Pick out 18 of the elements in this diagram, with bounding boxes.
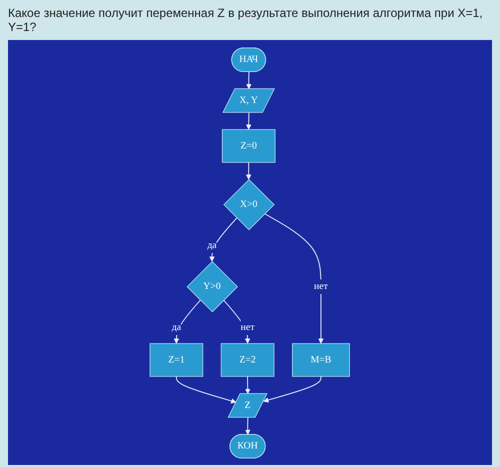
node-diamond: Y>0 bbox=[186, 260, 238, 312]
node-diamond: X>0 bbox=[224, 178, 275, 230]
question-title: Какое значение получит переменная Z в результате выполнения алгоритма при X=1, Y=1? bbox=[7, 5, 484, 36]
arrow bbox=[210, 217, 238, 262]
arrow bbox=[264, 212, 324, 344]
arrow bbox=[246, 112, 252, 130]
arrow bbox=[246, 71, 252, 89]
node-box: Z=2 bbox=[221, 342, 275, 376]
arrow bbox=[223, 299, 250, 344]
arrow bbox=[174, 299, 201, 344]
arrow bbox=[245, 416, 251, 434]
node-box: Z=0 bbox=[222, 128, 276, 162]
arrow bbox=[264, 376, 322, 402]
arrow bbox=[176, 376, 237, 404]
node-box: Z=1 bbox=[150, 342, 204, 376]
arrow bbox=[246, 162, 252, 180]
node-box: M=B bbox=[292, 342, 350, 376]
arrow bbox=[245, 376, 251, 394]
